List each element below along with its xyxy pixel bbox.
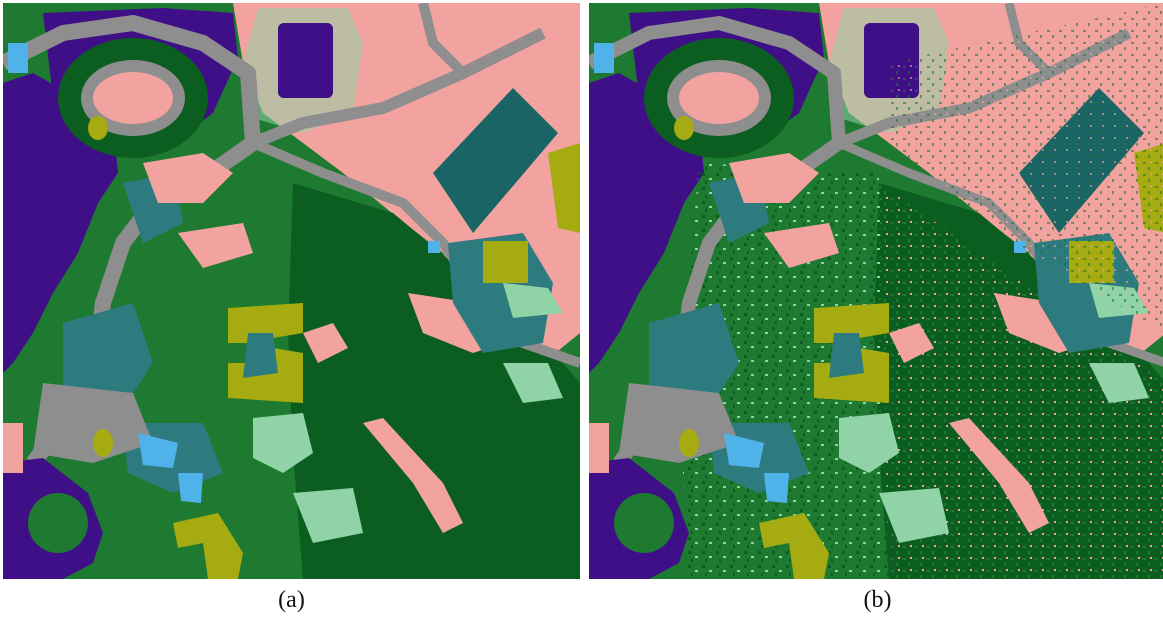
map-a-pink-patch-3 bbox=[3, 423, 23, 473]
map-a-road-north bbox=[418, 3, 467, 77]
map-a-clearing-3 bbox=[303, 323, 348, 363]
caption-a: (a) bbox=[278, 587, 305, 613]
map-b-plaza bbox=[619, 383, 739, 463]
map-a-forest bbox=[288, 183, 580, 579]
map-a-lake bbox=[3, 73, 118, 373]
map-a-pool-4 bbox=[428, 241, 440, 253]
map-b-pink-patch-3 bbox=[589, 423, 609, 473]
map-a-field-edge bbox=[548, 143, 580, 233]
map-b-island-center bbox=[679, 72, 759, 124]
caption-b: (b) bbox=[863, 587, 892, 613]
map-b-field-small bbox=[679, 429, 699, 457]
map-b-speckle-forest bbox=[879, 183, 1163, 579]
map-a-plaza bbox=[33, 383, 153, 463]
classification-map-a bbox=[3, 3, 580, 579]
map-a-island-center bbox=[93, 72, 173, 124]
map-a-pool-3 bbox=[8, 43, 28, 73]
map-b-pool-3 bbox=[594, 43, 614, 73]
map-a-pool-1 bbox=[138, 433, 178, 468]
map-a-field-small bbox=[93, 429, 113, 457]
map-a-pink-patch-2 bbox=[178, 223, 253, 268]
map-a-clearing-1 bbox=[363, 418, 463, 533]
map-a-lawn-3 bbox=[503, 363, 563, 403]
map-a-u-courtyard bbox=[243, 333, 278, 378]
map-b-clearing-3 bbox=[889, 323, 934, 363]
map-b-lake bbox=[589, 73, 704, 373]
classification-map-b bbox=[589, 3, 1163, 579]
map-a-island-south bbox=[28, 493, 88, 553]
map-a-road-northeast bbox=[250, 27, 546, 149]
map-b-lawn-1 bbox=[839, 413, 899, 473]
map-a-lawn-2 bbox=[293, 488, 363, 543]
map-a-lawn-1 bbox=[253, 413, 313, 473]
map-b-island-field bbox=[674, 116, 694, 140]
map-a-field-south bbox=[173, 513, 243, 579]
map-b-lawn-2 bbox=[879, 488, 949, 543]
map-a-lawn-4 bbox=[503, 283, 563, 318]
map-b-clearing-1 bbox=[949, 418, 1049, 533]
map-a-island-field bbox=[88, 116, 108, 140]
map-b-u-courtyard bbox=[829, 333, 864, 378]
map-b-island-south bbox=[614, 493, 674, 553]
map-a-pool-2 bbox=[178, 473, 203, 503]
map-a-pond-core bbox=[278, 23, 333, 98]
map-b-speckle-urban bbox=[889, 3, 1163, 332]
map-b-pink-patch-2 bbox=[764, 223, 839, 268]
map-b-field-south bbox=[759, 513, 829, 579]
map-a-field-east bbox=[483, 241, 528, 283]
map-b-svg bbox=[589, 3, 1163, 579]
map-b-pool-1 bbox=[724, 433, 764, 468]
map-b-pink-patch-1 bbox=[729, 153, 819, 203]
map-b-pool-2 bbox=[764, 473, 789, 503]
map-a-svg bbox=[3, 3, 580, 579]
map-b-lawn-3 bbox=[1089, 363, 1149, 403]
map-a-pink-patch-1 bbox=[143, 153, 233, 203]
map-a-building-teal bbox=[433, 88, 558, 233]
